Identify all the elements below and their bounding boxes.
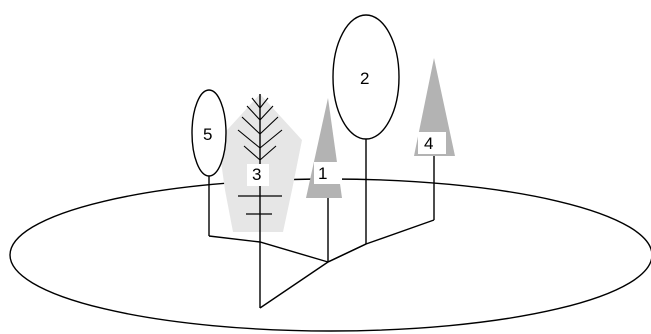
- tree-4-label-box: [418, 132, 446, 154]
- tree-1-label-box: [314, 162, 342, 184]
- tree-4-crown: [414, 58, 455, 156]
- tree-4-label: 4: [424, 134, 433, 153]
- tree-5-label: 5: [203, 125, 212, 144]
- tree-1-label: 1: [318, 164, 327, 183]
- tree-3-crown: [218, 94, 302, 308]
- connection-lines: [208, 219, 435, 309]
- tree-3-label-box: [247, 164, 269, 186]
- tree-2-label: 2: [360, 69, 369, 88]
- ground-ellipse: [9, 178, 651, 332]
- tree-3-label: 3: [252, 165, 261, 184]
